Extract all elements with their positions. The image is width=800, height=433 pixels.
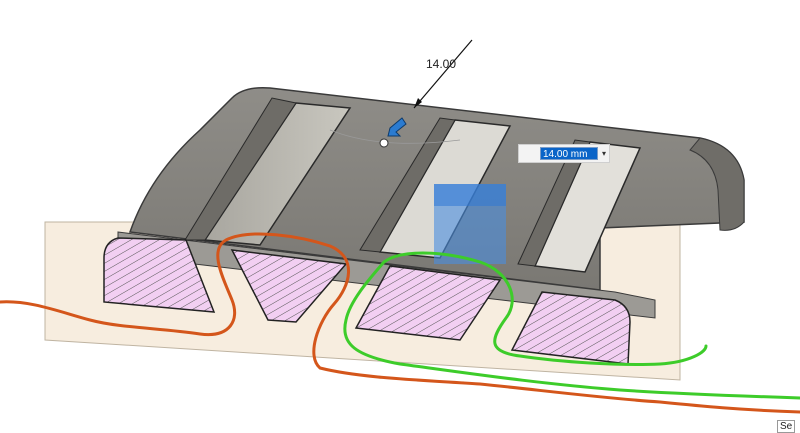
- selection-highlight-top: [434, 184, 506, 206]
- corner-tooltip-text: Se: [777, 420, 796, 433]
- slot-3-wall: [517, 139, 591, 267]
- orange-freehand-stroke: [0, 232, 800, 414]
- slot-2-wall: [359, 117, 456, 253]
- move-arrow-icon[interactable]: [387, 117, 407, 137]
- dimension-leader[interactable]: [413, 39, 473, 109]
- dimension-input-box[interactable]: 14.00 mm ▾: [518, 144, 610, 163]
- chevron-down-icon[interactable]: ▾: [601, 149, 606, 158]
- manipulator-origin[interactable]: [379, 138, 389, 148]
- section-profile-2[interactable]: [230, 249, 348, 323]
- dimension-arrow: [414, 98, 422, 108]
- dimension-input-field[interactable]: 14.00 mm: [540, 147, 598, 160]
- section-profile-1[interactable]: [103, 237, 216, 313]
- part-end-face: [689, 137, 745, 231]
- section-profile-3[interactable]: [354, 265, 502, 341]
- section-profile-4[interactable]: [510, 291, 631, 365]
- green-freehand-stroke: [343, 251, 800, 400]
- dimension-label[interactable]: 14.00: [426, 57, 457, 71]
